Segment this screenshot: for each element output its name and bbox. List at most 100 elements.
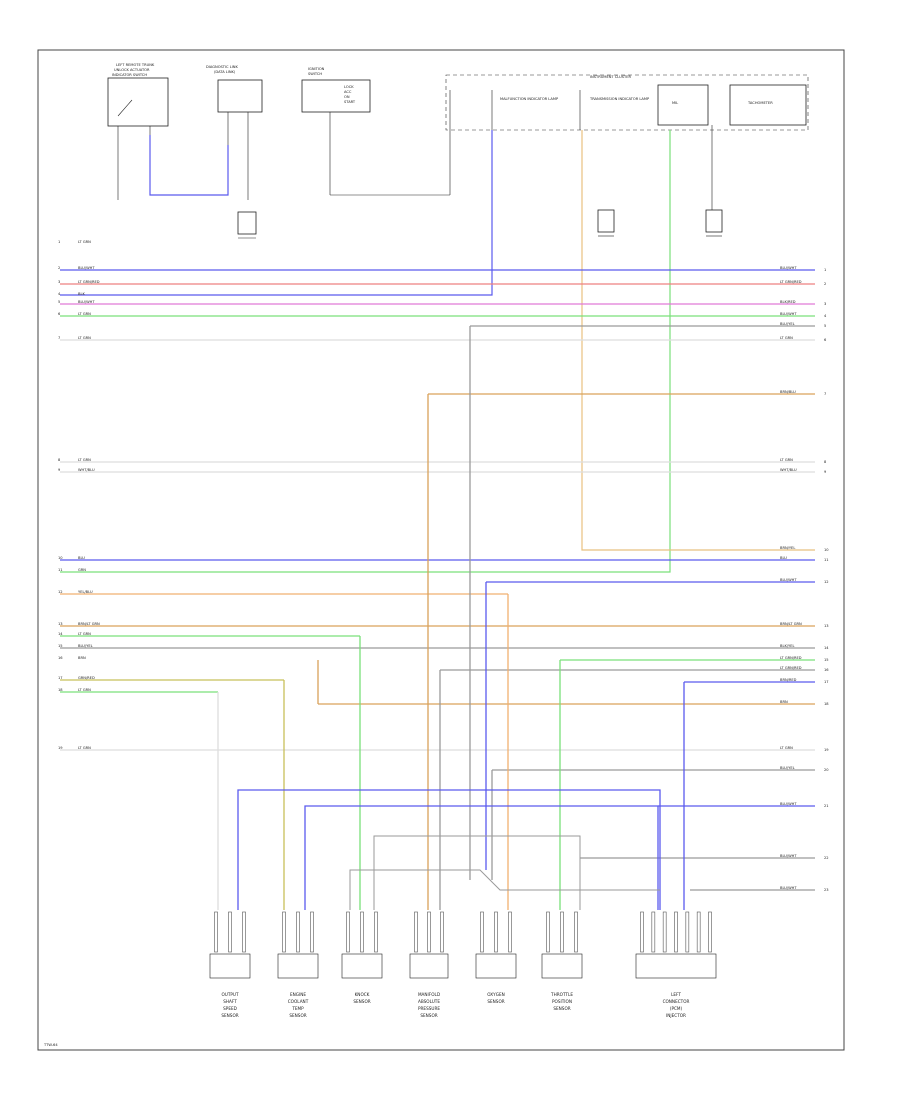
bottom-component-label: SENSOR bbox=[553, 1006, 570, 1011]
left-wire-label: WHT/BLU bbox=[78, 468, 95, 472]
connector-pin bbox=[685, 911, 690, 953]
right-wire-number: 23 bbox=[824, 888, 829, 892]
connector-pin bbox=[214, 911, 218, 953]
left-wire-label: LT GRN/RED bbox=[78, 280, 100, 284]
connector-pin bbox=[310, 911, 314, 953]
bottom-component-label: KNOCK bbox=[355, 992, 370, 997]
connector-pin bbox=[651, 911, 656, 953]
left-wire-number: 14 bbox=[58, 632, 63, 636]
connector-pin bbox=[427, 911, 431, 953]
instrument-cluster: INSTRUMENT CLUSTER MALFUNCTION INDICATOR… bbox=[445, 74, 809, 230]
top-component-left-switch: LEFT REMOTE TRUNK UNLOCK ACTUATOR INDICA… bbox=[107, 63, 169, 200]
right-wire-number: 13 bbox=[824, 624, 829, 628]
harness-wire bbox=[237, 789, 661, 910]
footer-id: TTW-64 bbox=[43, 1043, 58, 1047]
bottom-components: OUTPUTSHAFTSPEEDSENSORENGINECOOLANTTEMPS… bbox=[209, 911, 717, 1018]
right-wire-number: 20 bbox=[824, 768, 829, 772]
bottom-component-label: SHAFT bbox=[223, 999, 237, 1004]
bottom-component-box bbox=[541, 953, 583, 979]
right-wire-label: BLU/WHT bbox=[780, 578, 797, 582]
connector-pin bbox=[574, 911, 578, 953]
connector-pin bbox=[440, 911, 444, 953]
harness-wire bbox=[349, 869, 660, 910]
left-wire-number: 15 bbox=[58, 644, 63, 648]
harness-wire bbox=[304, 805, 659, 910]
right-wire-label: WHT/BLU bbox=[780, 468, 797, 472]
left-wire-label: BLU/WHT bbox=[78, 300, 95, 304]
right-wire-number: 1 bbox=[824, 268, 826, 272]
connector-pin bbox=[640, 911, 644, 953]
bottom-component-label: OXYGEN bbox=[487, 992, 504, 997]
right-wire-number: 18 bbox=[824, 702, 829, 706]
bottom-component-box bbox=[209, 953, 251, 979]
connector-pin bbox=[282, 911, 286, 953]
right-wire-label: LT GRN/RED bbox=[780, 280, 802, 284]
left-wire-label: GRN/RED bbox=[78, 676, 95, 680]
right-wire-number: 17 bbox=[824, 680, 829, 684]
bottom-component-label: SENSOR bbox=[420, 1013, 437, 1018]
left-wire-number: 7 bbox=[58, 336, 60, 340]
right-wire-number: 2 bbox=[824, 282, 826, 286]
bottom-component-label: COOLANT bbox=[288, 999, 309, 1004]
right-wire-number: 15 bbox=[824, 658, 829, 662]
right-wire-number: 7 bbox=[824, 392, 826, 396]
connector-pin bbox=[374, 911, 378, 953]
left-wire-label: LT GRN bbox=[78, 746, 91, 750]
left-wire-number: 2 bbox=[58, 266, 60, 270]
right-wire-label: BLU/YEL bbox=[780, 322, 795, 326]
bottom-component-box bbox=[635, 953, 717, 979]
svg-text:MALFUNCTION INDICATOR LAMP: MALFUNCTION INDICATOR LAMP bbox=[500, 97, 559, 101]
left-wire-label: BLU/WHT bbox=[78, 266, 95, 270]
left-wire-label: BLU/YEL bbox=[78, 644, 93, 648]
bottom-component-label: PRESSURE bbox=[418, 1006, 440, 1011]
right-wire-label: BLU/WHT bbox=[780, 266, 797, 270]
connector-pin bbox=[480, 911, 484, 953]
right-wire-label: BLU bbox=[780, 556, 787, 560]
connector-pin bbox=[560, 911, 564, 953]
svg-text:ACC: ACC bbox=[344, 90, 352, 94]
svg-text:LOCK: LOCK bbox=[344, 85, 354, 89]
svg-text:TRANSMISSION INDICATOR LAMP: TRANSMISSION INDICATOR LAMP bbox=[589, 97, 650, 101]
harness-wire bbox=[373, 835, 581, 910]
wire-blue-cluster bbox=[60, 130, 493, 296]
bottom-component-label: ABSOLUTE bbox=[418, 999, 440, 1004]
right-wire-number: 5 bbox=[824, 324, 826, 328]
connector-pin bbox=[360, 911, 364, 953]
right-wire-label: BLU/WHT bbox=[780, 886, 797, 890]
bottom-component-box bbox=[277, 953, 319, 979]
left-wire-label: BRN/LT GRN bbox=[78, 622, 100, 626]
connector-pin bbox=[662, 911, 667, 953]
connector-pin bbox=[708, 911, 712, 953]
bottom-component-label: SENSOR bbox=[289, 1013, 306, 1018]
right-wire-label: BLK/YEL bbox=[780, 644, 795, 648]
right-wire-number: 6 bbox=[824, 338, 827, 342]
right-wire-label: LT GRN/RED bbox=[780, 656, 802, 660]
right-wire-label: BRN/YEL bbox=[780, 546, 795, 550]
right-wire-label: BLU/WHT bbox=[780, 312, 797, 316]
bottom-component-box bbox=[341, 953, 383, 979]
svg-text:LEFT REMOTE TRUNK: LEFT REMOTE TRUNK bbox=[116, 63, 155, 67]
right-wire-label: LT GRN/RED bbox=[780, 666, 802, 670]
right-wire-number: 11 bbox=[824, 558, 829, 562]
left-wire-number: 8 bbox=[58, 458, 61, 462]
right-wire-number: 3 bbox=[824, 302, 826, 306]
right-wire-number: 12 bbox=[824, 580, 829, 584]
left-wire-number: 13 bbox=[58, 622, 63, 626]
svg-text:START: START bbox=[344, 100, 356, 104]
bottom-component-label: CONNECTOR bbox=[663, 999, 690, 1004]
right-wire-label: BRN/BLU bbox=[780, 390, 796, 394]
svg-text:IGNITION: IGNITION bbox=[308, 67, 325, 71]
left-wire-number: 12 bbox=[58, 590, 63, 594]
left-wire-number: 10 bbox=[58, 556, 63, 560]
left-wire-label: BLK bbox=[78, 292, 85, 296]
right-wire-label: LT GRN bbox=[780, 458, 793, 462]
bottom-component-label: ENGINE bbox=[290, 992, 306, 997]
right-wire-label: BLU/WHT bbox=[780, 854, 797, 858]
top-vertical-wires bbox=[60, 130, 815, 573]
right-wire-label: LT GRN bbox=[780, 336, 793, 340]
svg-text:INDICATOR SWITCH: INDICATOR SWITCH bbox=[112, 73, 147, 77]
right-wire-label: BLU/YEL bbox=[780, 766, 795, 770]
left-wire-number: 6 bbox=[58, 312, 61, 316]
